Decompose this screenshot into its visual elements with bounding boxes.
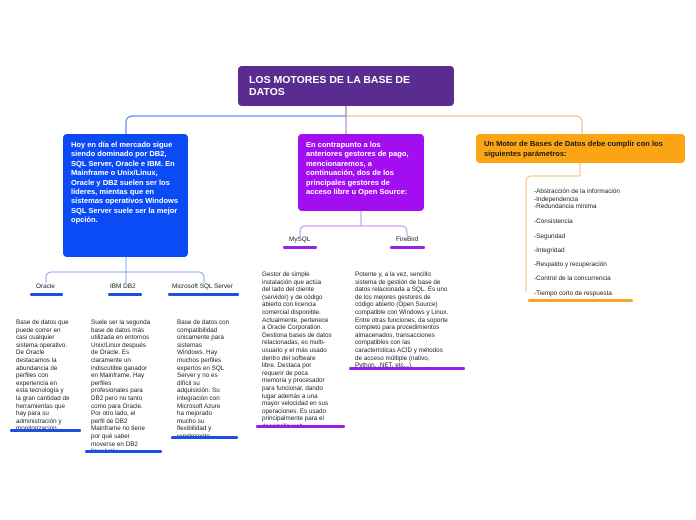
topic-firebird-underline [390,246,425,249]
topic-mysql-underline [283,246,317,249]
param-consistency[interactable]: -Consistencia [534,218,573,225]
branch-parameters[interactable]: Un Motor de Bases de Datos debe cumplir … [476,134,685,163]
param-integrity[interactable]: -Integridad [534,247,565,254]
branch-open-source-text: En contrapunto a los anteriores gestores… [306,140,409,197]
param-security[interactable]: -Seguridad [534,233,566,240]
topic-mysql-text: Gestor de simple instalación que actúa d… [262,271,332,430]
topic-firebird-label[interactable]: FireBird [396,236,419,243]
topic-oracle-label[interactable]: Oracle [36,283,55,290]
branch-market-leaders[interactable]: Hoy en día el mercado sigue siendo domin… [63,134,188,257]
param-response-time[interactable]: -Tiempo corto de respuesta [534,290,612,297]
topic-ibm-db2-underline [108,293,142,296]
topic-ibm-db2-label[interactable]: IBM DB2 [110,283,136,290]
branch-parameters-text: Un Motor de Bases de Datos debe cumplir … [484,139,663,158]
param-min-redundancy[interactable]: -Redundancia mínima [534,203,597,210]
topic-sql-server-text: Base de datos con compatibilidad únicame… [177,319,230,440]
topic-sql-server-underline [168,293,239,296]
topic-sql-server-text-underline [171,436,238,439]
topic-ibm-db2-text-underline [85,450,162,453]
topic-firebird-text: Potente y, a la vez, sencillo sistema de… [355,271,449,370]
topic-mysql-label[interactable]: MySQL [289,236,311,243]
branch-market-leaders-text: Hoy en día el mercado sigue siendo domin… [71,140,179,225]
topic-sql-server-label[interactable]: Microsoft SQL Server [172,283,233,290]
param-concurrency-control[interactable]: -Control de la concurrencia [534,275,611,282]
topic-firebird-text-underline [349,367,465,370]
param-abstraction[interactable]: -Abstracción de la información [534,188,620,195]
param-list-underline [528,299,633,302]
topic-oracle-text-underline [10,429,81,432]
branch-open-source[interactable]: En contrapunto a los anteriores gestores… [298,134,424,211]
root-topic[interactable]: LOS MOTORES DE LA BASE DE DATOS [238,66,454,106]
topic-mysql-text-underline [256,425,345,428]
topic-ibm-db2-text: Suele ser la segunda base de datos más u… [91,319,151,455]
param-backup-recovery[interactable]: -Respaldo y recuperación [534,261,607,268]
topic-oracle-underline [30,293,63,296]
root-title: LOS MOTORES DE LA BASE DE DATOS [249,74,411,98]
topic-oracle-text: Base de datos que puede correr en casi c… [16,319,70,432]
param-independence[interactable]: -Independencia [534,196,579,203]
